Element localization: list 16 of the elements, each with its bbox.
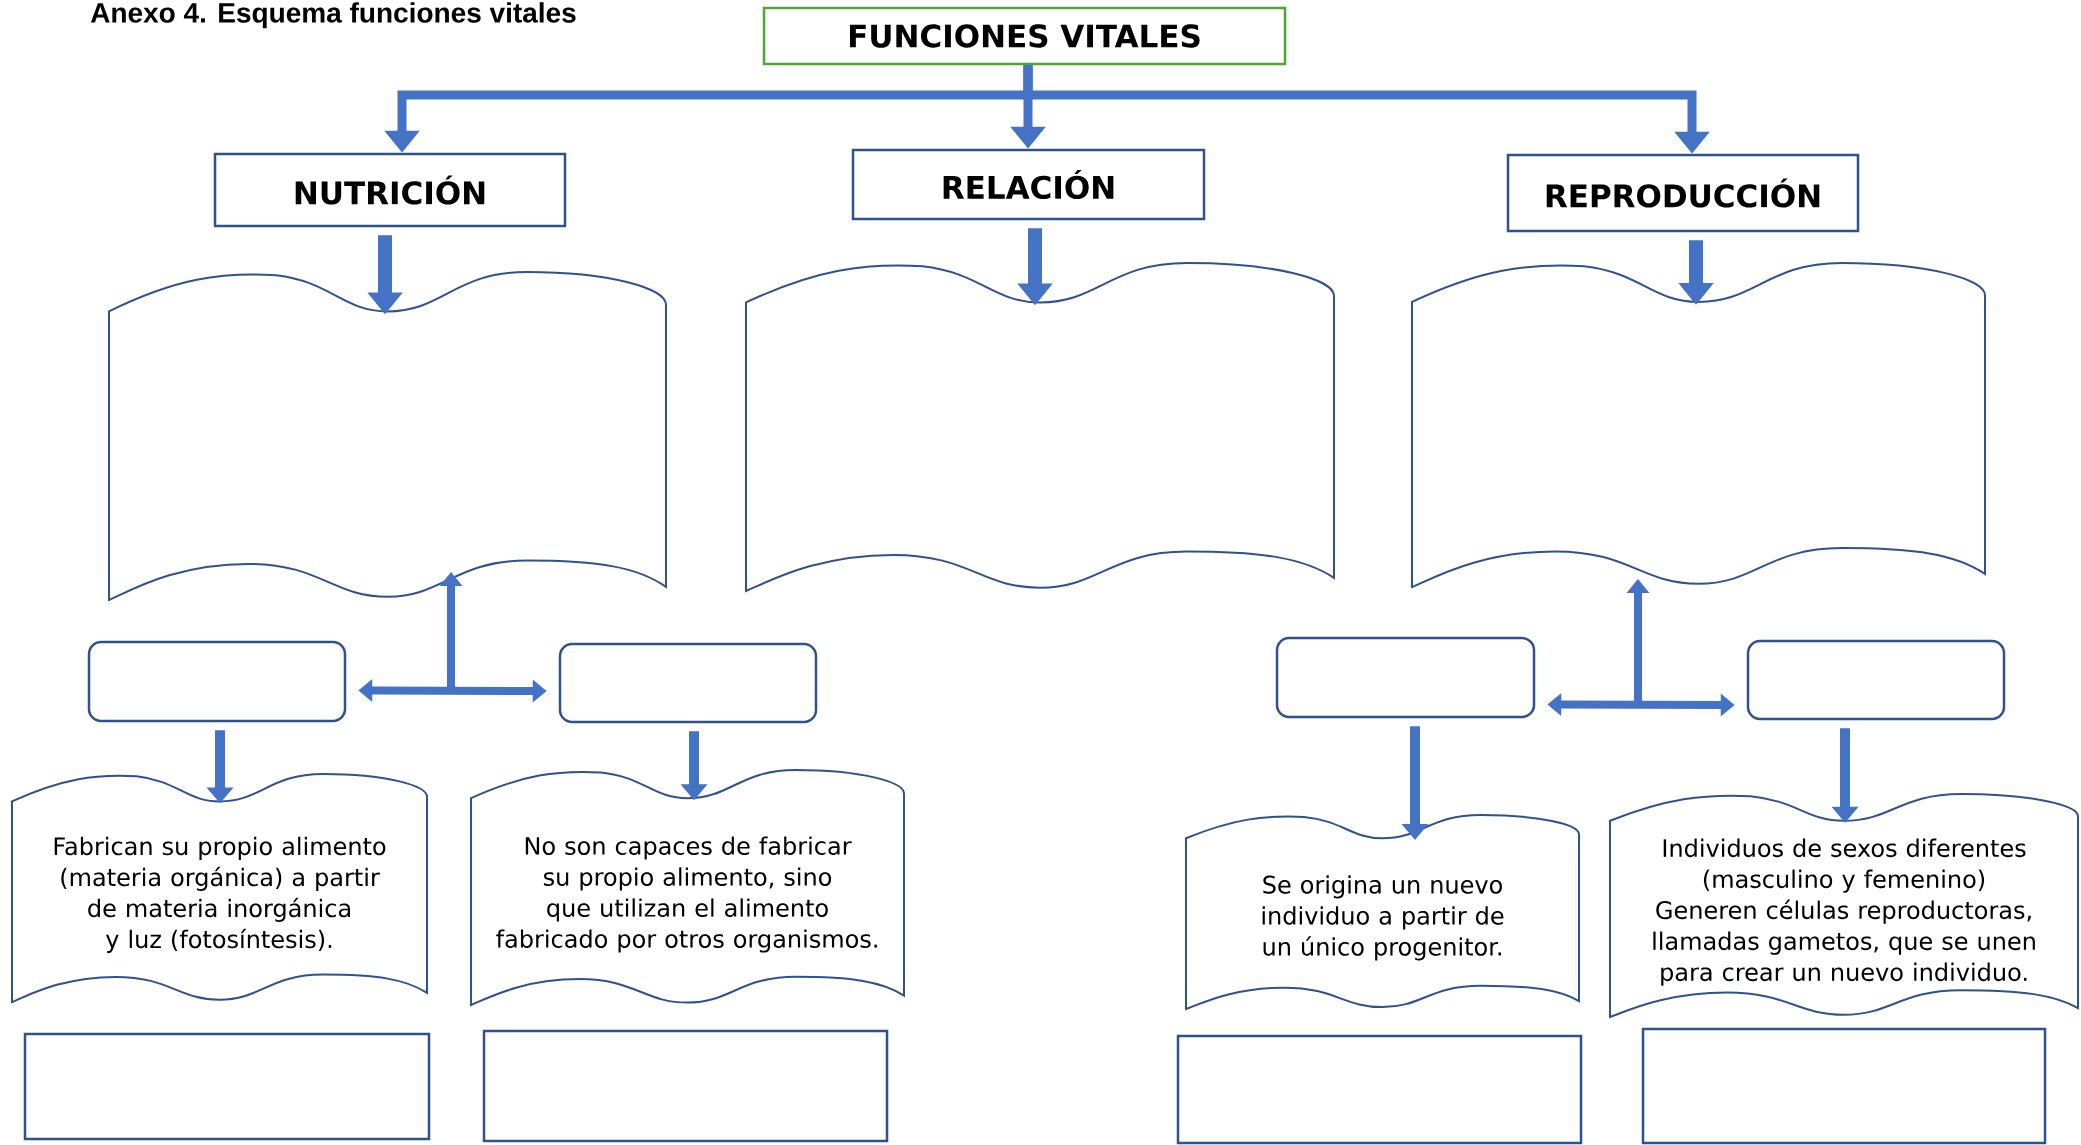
empty-box: [482, 1029, 889, 1143]
heading: Anexo 4. Esquema funciones vitales: [90, 2, 576, 29]
heading-box: NUTRICIÓN: [213, 152, 567, 228]
document-shape: [745, 262, 1335, 592]
document-shape: [108, 271, 667, 601]
empty-box: [23, 1032, 431, 1141]
heading-box: RELACIÓN: [851, 148, 1206, 221]
title-box: FUNCIONES VITALES: [762, 6, 1287, 66]
empty-box: [87, 640, 347, 723]
empty-box: [1641, 1027, 2047, 1145]
empty-box: [1275, 636, 1536, 719]
heading-box: REPRODUCCIÓN: [1506, 153, 1860, 233]
empty-box: [1746, 639, 2006, 721]
empty-box: [558, 642, 818, 724]
document-shape: [1411, 262, 1986, 588]
empty-box: [1176, 1034, 1583, 1145]
